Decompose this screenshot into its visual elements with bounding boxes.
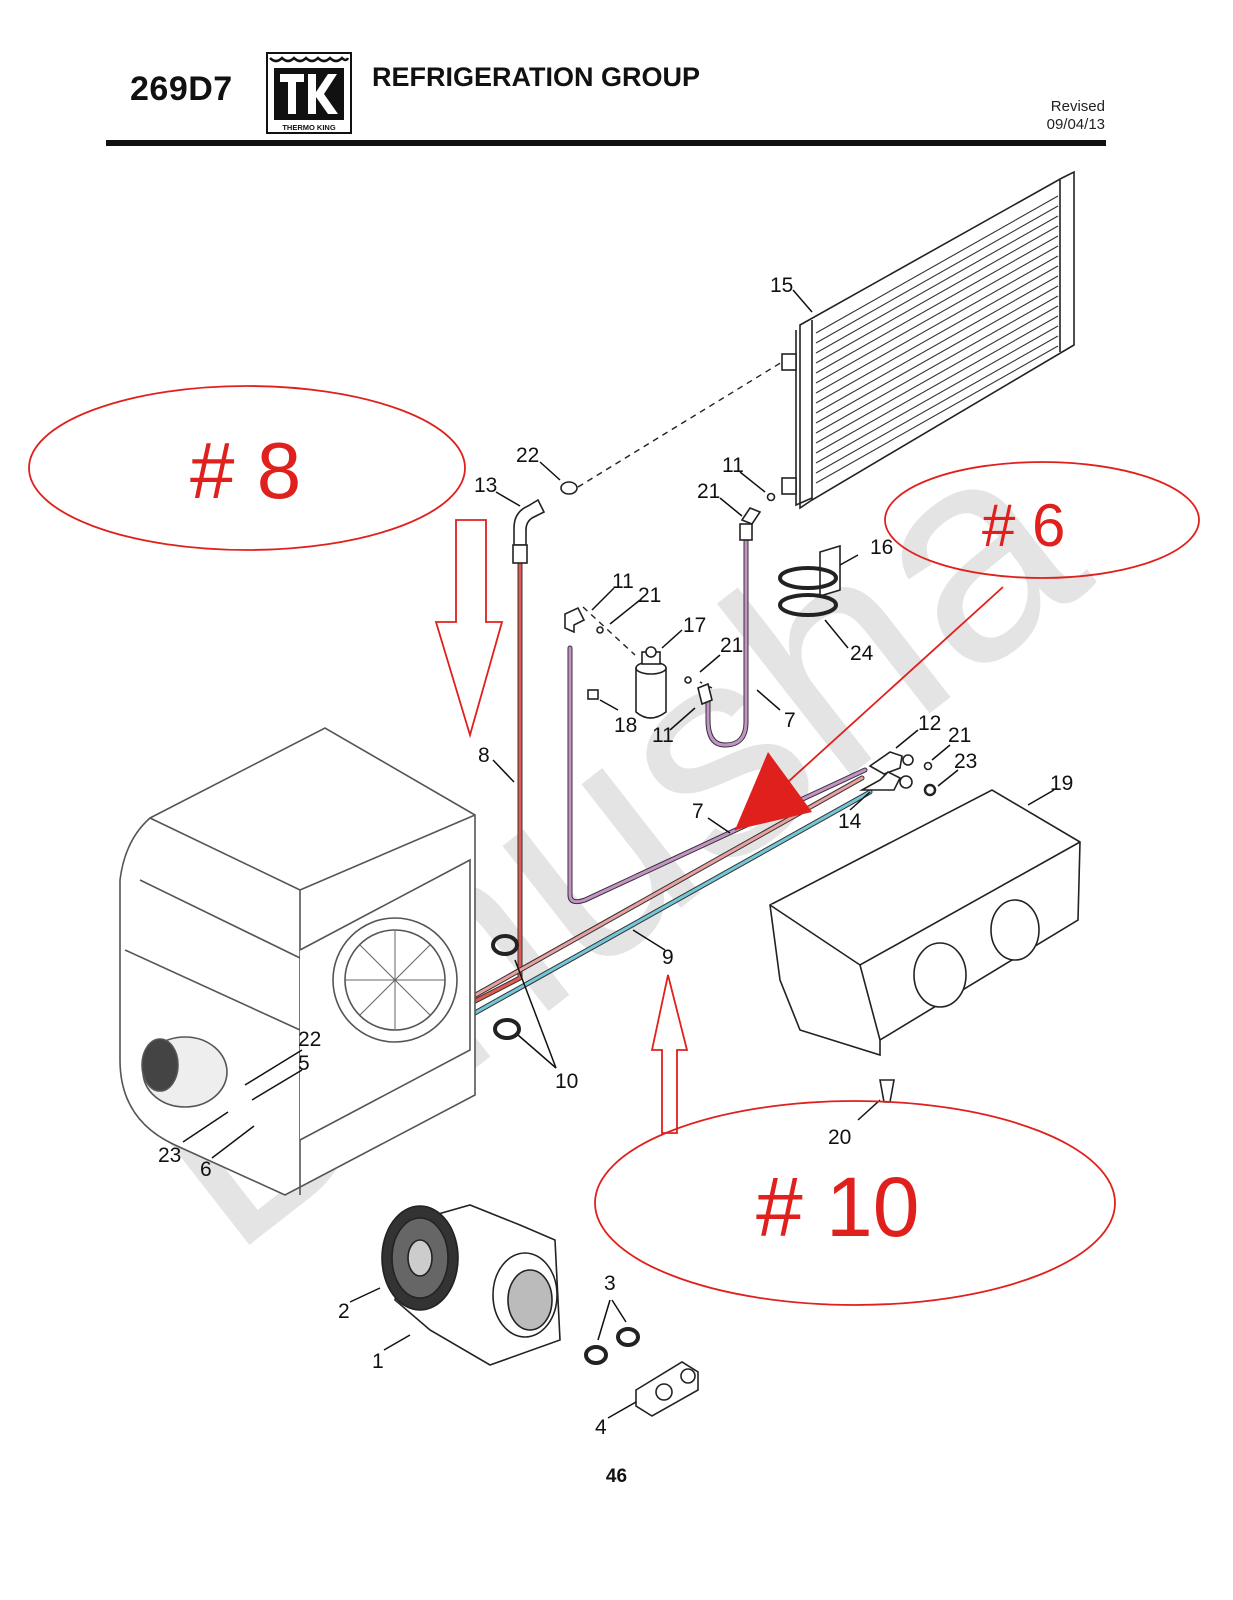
part-label: 23 [954,750,977,773]
part-label: 11 [722,454,744,477]
callout-6-label: # 6 [982,492,1065,559]
callout-labels: # 8 # 6 # 10 [190,426,1065,1254]
evaporator-housing [769,789,1081,1057]
logo-text: THERMO KING [282,123,335,132]
page-number: 46 [605,1466,628,1487]
part-label: 15 [770,274,793,297]
part-label: 14 [838,810,862,833]
part-label: 1 [372,1350,384,1373]
part-label: 3 [604,1272,616,1295]
part-label: 22 [516,444,539,467]
part-label: 12 [918,712,941,735]
part-label: 21 [638,584,661,607]
callout-8-arrow [434,519,504,739]
part-label: 2 [338,1300,350,1323]
part-label: 11 [612,570,634,593]
part-label: 24 [850,642,874,665]
part-label: 17 [683,614,706,637]
condenser-coil [781,170,1075,510]
leader-lines [182,289,1055,1419]
part-label: 9 [662,946,674,969]
page-title: REFRIGERATION GROUP [372,62,701,92]
callout-8-label: # 8 [190,426,301,515]
part-label: 11 [652,724,674,747]
revised-date: 09/04/13 [1046,116,1105,133]
callout-10-ellipse [594,1100,1116,1306]
model-number: 269D7 [130,70,233,108]
part-label: 22 [298,1028,321,1051]
callout-8-ellipse [28,385,466,551]
part-label: 21 [948,724,971,747]
part-label: 6 [200,1158,212,1181]
part-label: 21 [697,480,720,503]
callout-6-triangle [735,752,812,830]
part-label: 21 [720,634,743,657]
part-label: 8 [478,744,490,767]
revision-block: Revised 09/04/13 [1047,98,1105,134]
part-label: 4 [595,1416,607,1439]
compressor [381,1204,561,1366]
part-label: 20 [828,1126,851,1149]
part-label: 7 [692,800,704,823]
tripac-housing [119,727,476,1196]
part-label: 23 [158,1144,181,1167]
part-label: 13 [474,474,497,497]
callout-annotations [28,385,1200,1306]
part-label: 7 [784,709,796,732]
header-divider [106,140,1106,146]
part-label: 19 [1050,772,1073,795]
thermo-king-logo: THERMO KING [266,52,352,134]
callout-6-ellipse [884,461,1200,579]
part-label: 10 [555,1070,578,1093]
part-label: 16 [870,536,893,559]
assembly-dashed-lines [577,361,783,689]
revised-label: Revised [1050,98,1105,115]
part-label: 5 [298,1052,310,1075]
callout-10-label: # 10 [756,1160,920,1254]
callout-10-arrow [650,974,689,1134]
part-labels: 15 22 13 11 21 16 11 21 17 21 24 18 11 7… [158,274,1073,1439]
part-label: 18 [614,714,637,737]
